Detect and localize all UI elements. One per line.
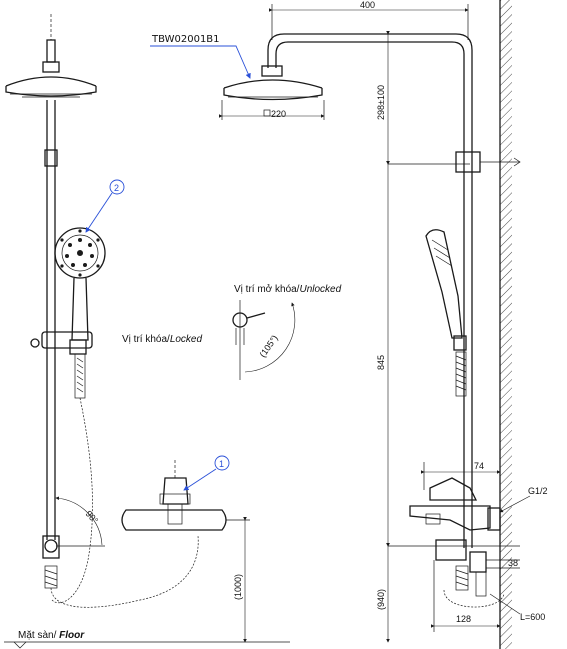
callout-1-number: 1 — [219, 459, 224, 469]
callout-2-number: 2 — [114, 183, 119, 193]
pipe-connector — [44, 149, 58, 167]
mixer-height-left-label: (1000) — [233, 574, 243, 600]
lock-detail: Vị trí mở khóa/Unlocked Vị trí khóa/Lock… — [122, 283, 342, 380]
hand-shower-front — [54, 227, 106, 341]
callout-1: 1 — [183, 455, 230, 491]
inlet-thread-leader — [499, 495, 531, 513]
floor-label: Mặt sàn/ Floor — [18, 630, 85, 641]
floor-marker-icon — [13, 641, 27, 649]
wall-hatch — [500, 0, 512, 649]
outlet-offset-label: 38 — [508, 558, 518, 568]
unlocked-label: Vị trí mở khóa/Unlocked — [234, 283, 342, 295]
side-view: 400 TBW02001B1 220 298±100 845 — [150, 0, 548, 649]
top-pipe-stub — [46, 39, 56, 63]
top-width-label: 400 — [360, 0, 375, 10]
hose-front — [51, 353, 93, 604]
locked-label: Vị trí khóa/Locked — [122, 334, 202, 345]
lock-angle-label: (105°) — [257, 333, 279, 359]
model-code-leader — [150, 45, 251, 79]
rain-shower-head-side — [223, 65, 323, 101]
diverter-front — [42, 535, 199, 608]
rain-shower-head-front — [5, 61, 97, 98]
mixer-faucet-side — [409, 477, 501, 531]
hose-length-leader — [489, 593, 521, 615]
faucet-angle-arc — [55, 496, 103, 546]
diverter-side — [388, 539, 520, 608]
overhead-arm-outer — [267, 33, 473, 548]
overhead-arm-inner — [275, 41, 465, 548]
spout-offset-label: 74 — [474, 461, 484, 471]
mixer-faucet-front — [121, 460, 227, 531]
inlet-thread-label: G1/2 — [528, 486, 548, 496]
head-diameter-label: 220 — [271, 109, 286, 119]
head-height-label: 298±100 — [376, 85, 386, 120]
front-view: 90° (1000) Mặt sàn/ Floor — [4, 14, 290, 649]
mixer-height-right-label: (940) — [376, 589, 386, 610]
hand-shower-side — [425, 229, 467, 397]
slide-bracket — [30, 331, 93, 355]
wall-offset-label: 128 — [456, 614, 471, 624]
riser-height-label: 845 — [376, 355, 386, 370]
wall-bracket — [455, 151, 481, 173]
square-symbol-icon — [263, 109, 271, 117]
lock-angle-arc — [244, 302, 296, 373]
model-code-label: TBW02001B1 — [151, 34, 220, 45]
hose-length-label: L=600 — [520, 612, 545, 622]
callout-2: 2 — [85, 179, 125, 233]
